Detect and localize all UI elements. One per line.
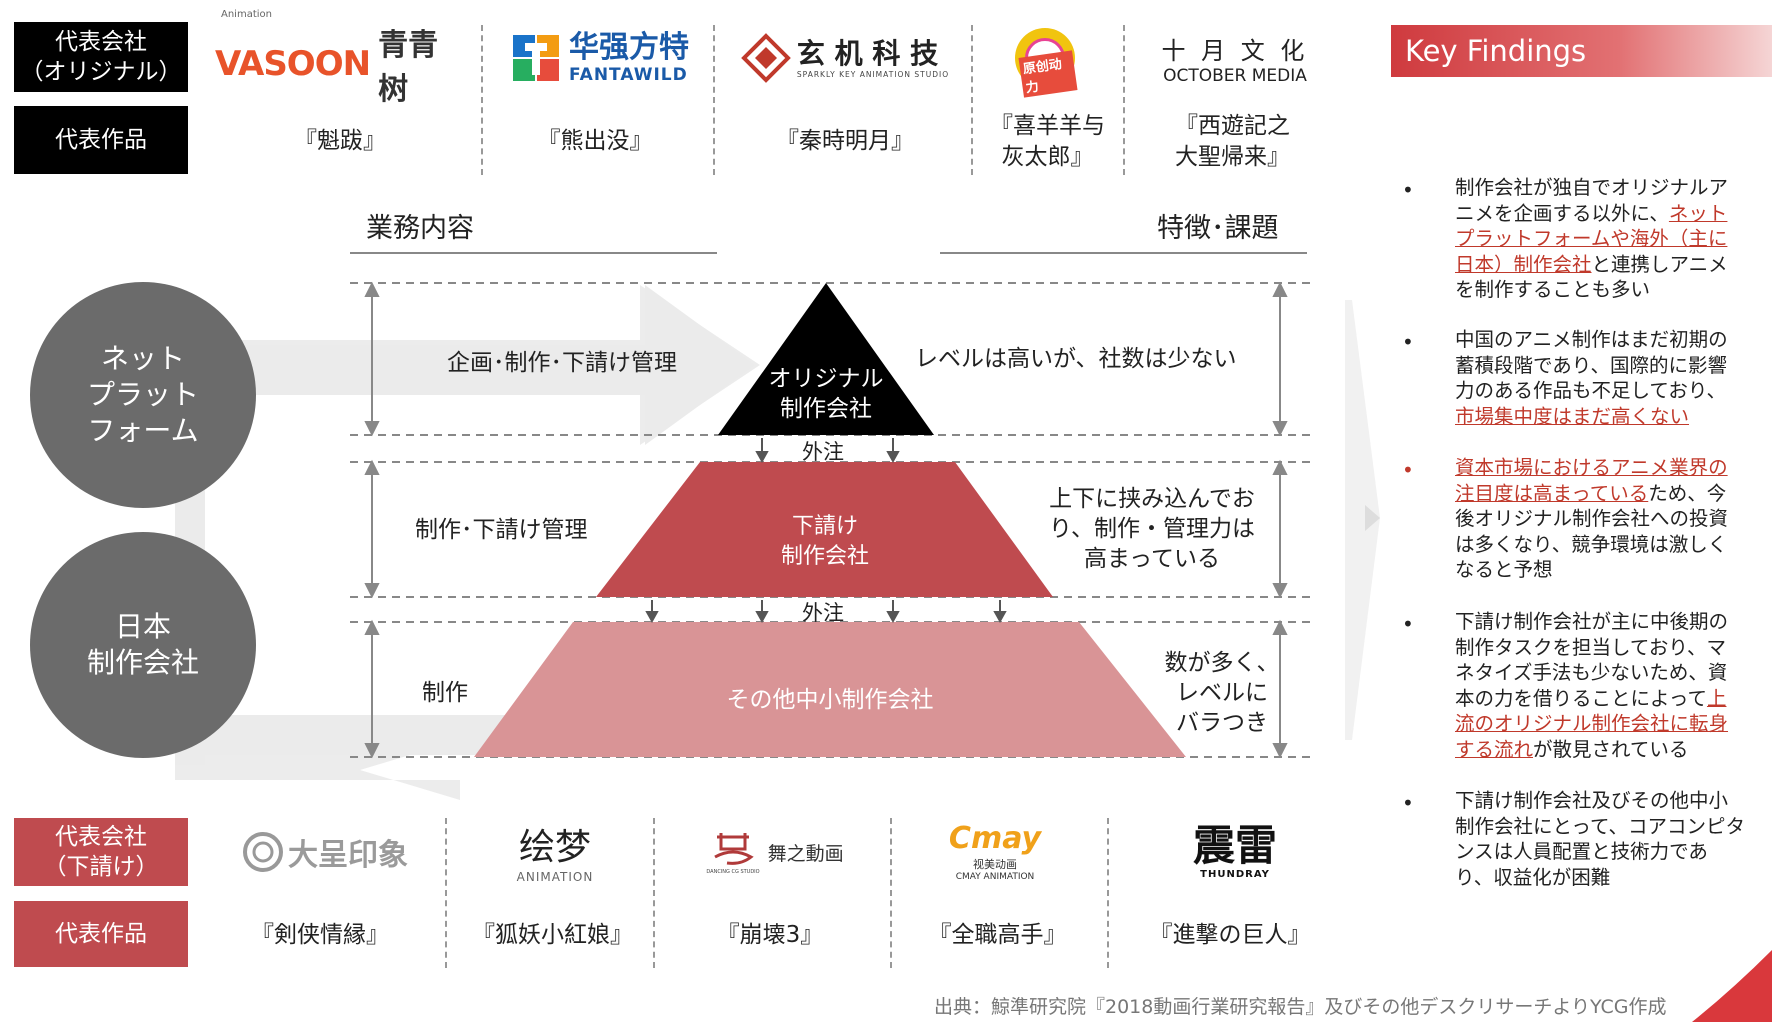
right-chevron xyxy=(1345,300,1380,740)
tier-original xyxy=(718,283,934,435)
bottom-separator xyxy=(445,818,447,968)
fantawild-icon xyxy=(513,35,559,81)
outsource-label: 外注 xyxy=(802,440,844,464)
top-separator xyxy=(713,25,715,175)
key-findings-title: Key Findings xyxy=(1391,25,1772,77)
bottom-separator xyxy=(653,818,655,968)
bottom-separator xyxy=(1107,818,1109,968)
dancing-cg-icon xyxy=(714,833,754,865)
bottom-work: 『全職高手』 xyxy=(928,922,1067,948)
header-features-line xyxy=(940,252,1307,254)
tier-original-feature: レベルは高いが、社数は少ない xyxy=(915,346,1237,372)
top-work: 『喜羊羊与 灰太郎』 xyxy=(990,113,1105,170)
header-business: 業務内容 xyxy=(366,213,474,244)
october-media-logo: 十 月 文 化 OCTOBER MEDIA xyxy=(1161,36,1309,86)
flow-arrow-bottom xyxy=(175,715,560,755)
finding-2: 中国のアニメ制作はまだ初期の蓄積段階であり、国際的に影響力のある作品も不足してお… xyxy=(1455,328,1728,428)
bullet-icon: • xyxy=(1402,791,1414,815)
corner-accent xyxy=(1692,950,1772,1022)
tier-subcontract-task: 制作･下請け管理 xyxy=(415,517,588,543)
circle-japan-studio: 日本 制作会社 xyxy=(30,532,256,758)
header-features: 特徴･課題 xyxy=(1157,213,1279,244)
finding-5: 下請け制作会社及びその他中小制作会社にとって、コアコンピタンスは人員配置と技術力… xyxy=(1455,789,1745,889)
top-work: 『熊出没』 xyxy=(537,128,653,154)
tier-small xyxy=(474,622,1186,757)
top-separator xyxy=(1123,25,1125,175)
finding-1: 制作会社が独自でオリジナルアニメを企画する以外に、ネットプラットフォームや海外（… xyxy=(1455,176,1729,301)
finding-4: 下請け制作会社が主に中後期の制作タスクを担当しており、マネタイズ手法も少ないため… xyxy=(1455,610,1729,761)
tier-subcontract xyxy=(596,462,1053,597)
huimeng-logo: 绘梦 ANIMATION xyxy=(516,827,594,884)
top-work: 『西遊記之 大聖帰来』 xyxy=(1175,113,1290,170)
top-works-label: 代表作品 xyxy=(14,106,188,174)
cmay-logo: Cmay 视美动画 CMAY ANIMATION xyxy=(948,820,1042,882)
top-separator xyxy=(971,25,973,175)
header-business-line xyxy=(350,252,717,254)
thundray-logo: 震雷 THUNDRAY xyxy=(1192,820,1277,880)
tier-subcontract-label: 下請け 制作会社 xyxy=(780,514,869,569)
vasoon-logo: Animation VASOON 青青树 xyxy=(215,8,439,107)
tier-small-label: その他中小制作会社 xyxy=(726,687,934,713)
bullet-icon: • xyxy=(1402,178,1414,202)
yuanchuang-logo: 原创动力 xyxy=(995,24,1095,98)
outsource-label: 外注 xyxy=(802,601,844,625)
bottom-work: 『進撃の巨人』 xyxy=(1149,922,1311,948)
bullet-icon: • xyxy=(1402,458,1414,482)
bottom-work: 『剣侠情縁』 xyxy=(251,922,389,948)
tier-small-feature: 数が多く、 レベルに バラつき xyxy=(1164,650,1280,736)
top-work: 『魁跋』 xyxy=(294,128,386,154)
bottom-separator xyxy=(890,818,892,968)
flow-arrow-top xyxy=(175,285,755,445)
tier-small-task: 制作 xyxy=(422,680,468,706)
sparkly-key-logo: 玄 机 科 技 SPARKLY KEY ANIMATION STUDIO xyxy=(730,28,960,88)
bottom-company-label: 代表会社 （下請け） xyxy=(14,818,188,886)
bottom-work: 『狐妖小紅娘』 xyxy=(472,922,633,948)
tier-subcontract-feature: 上下に挟み込んでお り、制作・管理力は 高まっている xyxy=(1048,486,1256,572)
bullet-icon: • xyxy=(1402,612,1414,636)
fantawild-logo: 华强方特 FANTAWILD xyxy=(495,28,705,88)
finding-3: 資本市場におけるアニメ業界の注目度は高まっているため、今後オリジナル制作会社への… xyxy=(1455,456,1729,581)
bottom-work: 『崩壊3』 xyxy=(716,922,824,948)
cmay-wordmark-icon: Cmay xyxy=(948,820,1042,856)
circle-net-platform: ネット プラット フォーム xyxy=(30,282,256,508)
dancing-cg-logo: DANCING CG STUDIO 舞之動画 xyxy=(680,822,870,882)
dacheng-logo: 大呈印象 xyxy=(230,822,420,882)
dacheng-swirl-icon xyxy=(243,832,283,872)
sparkly-key-icon xyxy=(741,33,791,83)
top-company-label: 代表会社 （オリジナル） xyxy=(14,22,188,92)
source-note: 出典：鯨準研究院『2018動画行業研究報告』及びその他デスクリサーチよりYCG作… xyxy=(934,996,1667,1018)
bottom-works-label: 代表作品 xyxy=(14,901,188,967)
tier-original-label: オリジナル 制作会社 xyxy=(768,366,884,422)
top-work: 『秦時明月』 xyxy=(776,128,914,154)
bullet-icon: • xyxy=(1402,330,1414,354)
top-separator xyxy=(481,25,483,175)
tier-original-task: 企画･制作･下請け管理 xyxy=(447,350,677,376)
